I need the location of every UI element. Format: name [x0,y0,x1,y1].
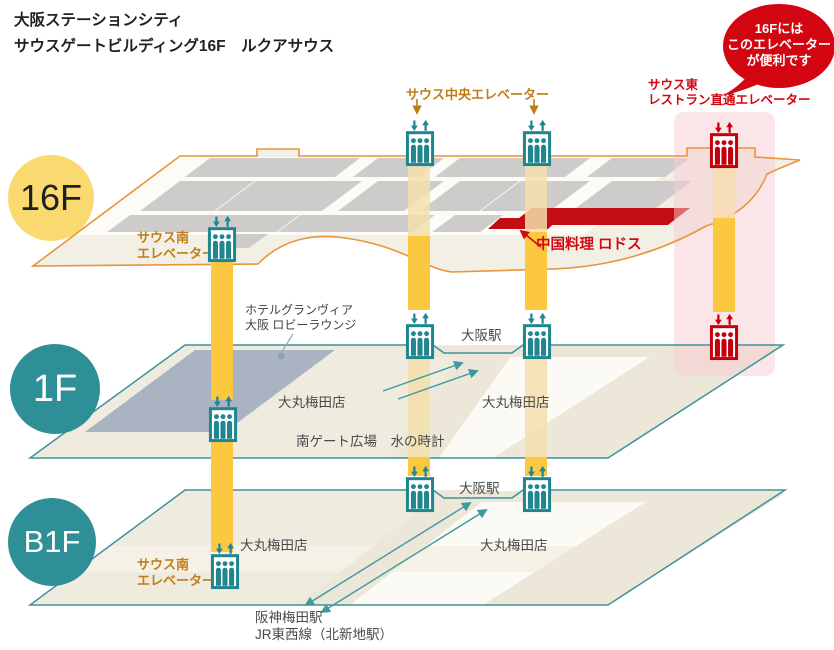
shaft-central-east-16f-1f [525,232,547,310]
elevator-pictogram [709,313,739,361]
title-line1: 大阪ステーションシティ [14,12,184,29]
label-south-elevator-b1f: サウス南 エレベーター [137,557,216,588]
elevator-pictogram [210,542,240,590]
shaft-east-16f-1f [713,218,735,312]
floor-b1f-right-walkway [483,493,785,605]
central-label-arrows [412,99,539,115]
label-daimaru-b1f-left: 大丸梅田店 [240,538,308,553]
elevator-pictogram [522,119,552,167]
label-restaurant: 中国料理 ロドス [536,237,642,253]
elevator-icon-south-16f [207,214,237,264]
floor-16f-block-dividers [214,180,521,233]
elevator-icon-central-east-16f [522,118,552,168]
floor-badge-16f: 16F [8,155,94,241]
shaft-south-16f-1f [211,262,233,400]
elevator-pictogram [207,215,237,263]
arrow-restaurant-pointer [519,229,542,248]
label-south-elevator-16f: サウス南 エレベーター [137,230,216,261]
label-daimaru-1f-left: 大丸梅田店 [278,395,346,410]
elevator-icon-south-1f [208,394,238,444]
speech-bubble-tail [721,72,765,96]
label-osaka-station-b1f: 大阪駅 [459,481,500,496]
floor-badge-b1f: B1F [8,498,96,586]
elevator-pictogram [522,465,552,513]
floor-b1f-station-corridor [419,491,783,502]
elevator-pictogram [208,395,238,443]
label-south-gate-plaza: 南ゲート広場 水の時計 [296,434,445,449]
floor-badge-1f: 1F [10,344,100,434]
floor-16f-blocks [107,158,692,248]
hotel-lounge-area [85,350,335,432]
hotel-location-dot [277,352,285,360]
arrow-b1f-hanshin-osaka-2 [320,508,488,614]
label-south-central-elevator: サウス中央エレベーター [406,87,550,102]
elevator-icon-central-east-1f [522,311,552,361]
speech-bubble-text: 16Fには このエレベーター が便利です [726,21,831,68]
title-line2: サウスゲートビルディング16F ルクアサウス [14,38,335,55]
hotel-label-connector [277,333,294,360]
elevator-pictogram [522,312,552,360]
label-daimaru-b1f-right: 大丸梅田店 [480,538,548,553]
label-osaka-station-1f: 大阪駅 [461,328,502,343]
elevator-shafts [211,164,735,552]
arrow-1f-to-osaka-station [382,361,464,392]
speech-bubble [721,4,834,96]
elevator-icon-central-west-b1f [405,464,435,514]
arrow-1f-to-osaka-station-2 [397,369,479,400]
elevator-pictogram [405,312,435,360]
label-hanshin-umeda: 阪神梅田駅 JR東西線（北新地駅） [255,610,393,642]
elevator-icon-east-16f [709,120,739,170]
elevator-icon-central-east-b1f [522,464,552,514]
label-daimaru-1f-right: 大丸梅田店 [482,395,550,410]
elevator-pictogram [405,119,435,167]
elevator-pictogram [709,121,739,169]
elevator-pictogram [405,465,435,513]
label-hotel-granvia: ホテルグランヴィア 大阪 ロビーラウンジ [245,303,357,332]
station-access-arrows [304,361,488,614]
elevator-icon-central-west-1f [405,311,435,361]
label-south-east-elevator: サウス東 レストラン直通エレベーター [648,78,811,107]
shaft-south-1f-b1f [211,442,233,552]
shaft-central-west-16f-1f [408,236,430,310]
elevator-icon-central-west-16f [405,118,435,168]
page-title: 大阪ステーションシティ サウスゲートビルディング16F ルクアサウス [14,8,334,60]
elevator-icon-south-b1f [210,541,240,591]
elevator-icon-east-1f [709,312,739,362]
